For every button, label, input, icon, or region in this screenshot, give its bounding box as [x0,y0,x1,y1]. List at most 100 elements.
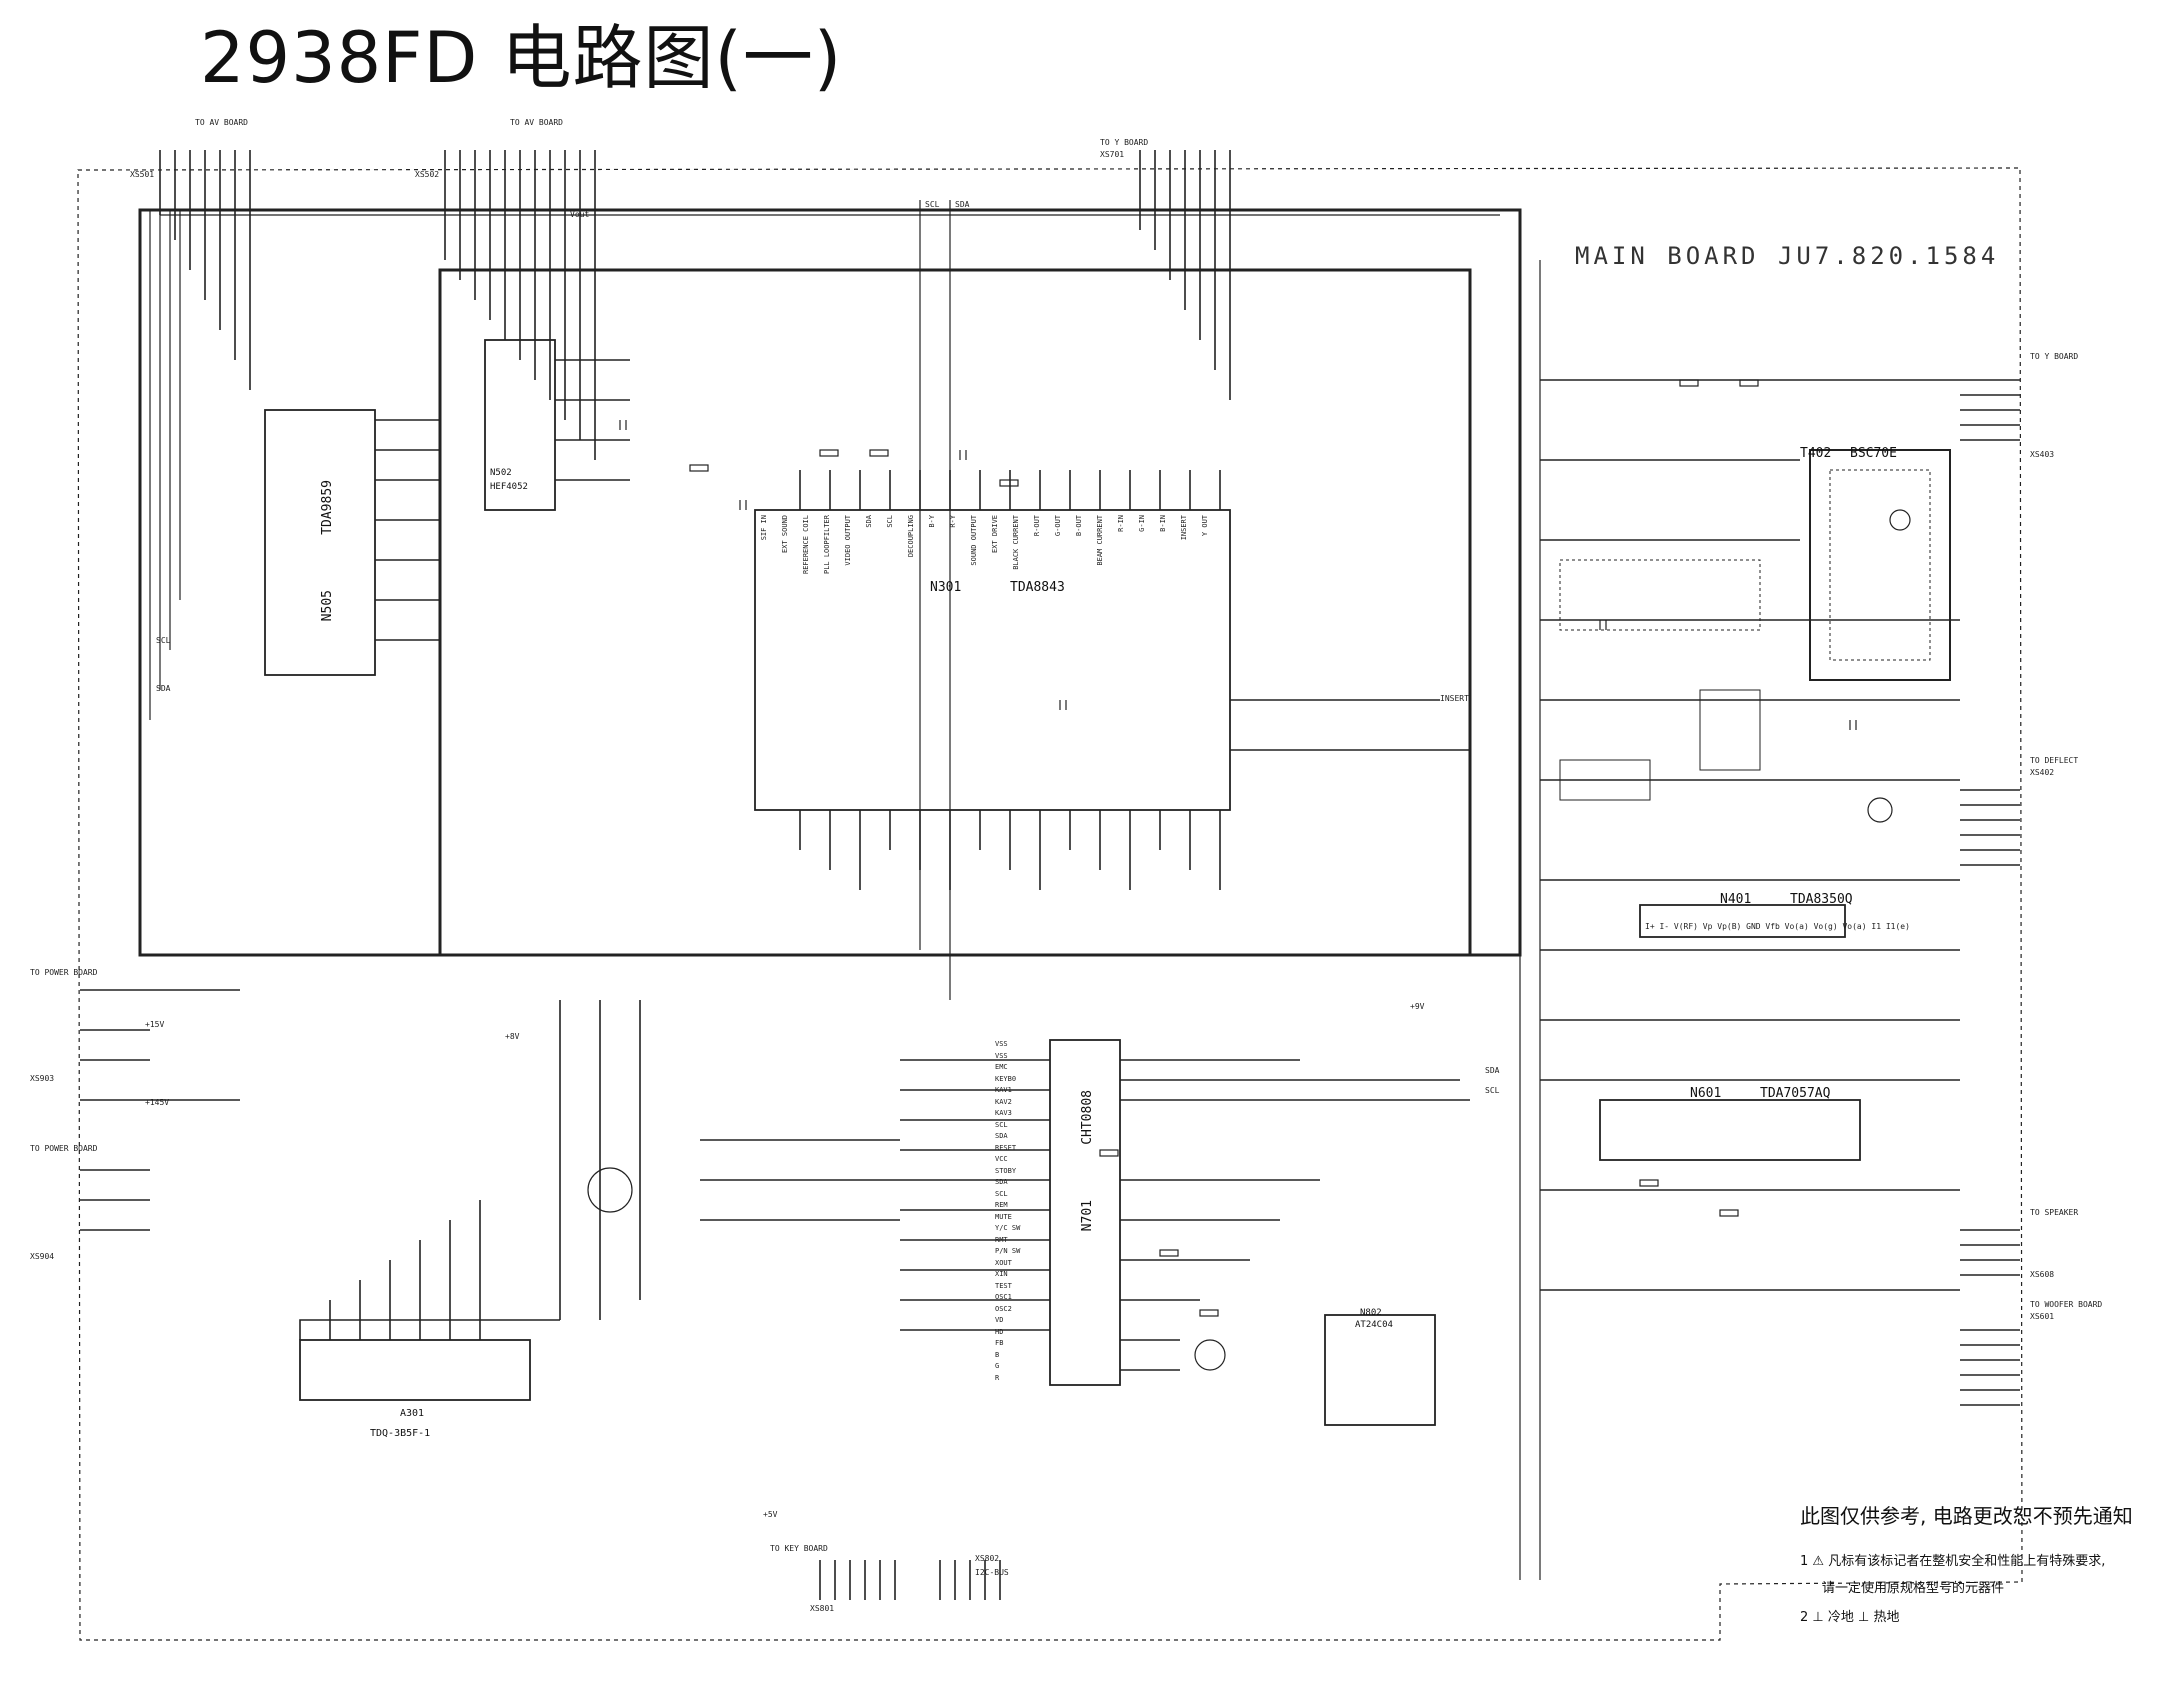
n701-pin-label: SCL [995,1120,1008,1129]
n301-pin-label: SIF IN [760,515,768,541]
n701-pin-label: VD [995,1316,1004,1324]
n301-pin-label: EXT DRIVE [991,515,999,553]
n701-pin-label: STOBY [995,1166,1017,1175]
n301-pin-label: G-OUT [1054,515,1062,537]
net-15v: +15V [145,1020,165,1029]
n301-pin-label: REFERENCE COIL [802,515,810,575]
xs608-ref: XS608 [2030,1270,2055,1279]
n701-pin-label: MUTE [995,1212,1012,1221]
n701-pin-label: KAV1 [995,1086,1012,1094]
n701-pin-label: VCC [995,1155,1008,1163]
n301-pin-label: EXT SOUND [781,515,789,553]
net-vout: Vout [570,210,590,219]
xs403-dest: TO Y BOARD [2030,352,2079,361]
n701-pin-label: G [995,1362,1000,1370]
safety-note-cont: 请一定使用原规格型号的元器件 [1822,1581,2005,1596]
page-title: 2938FD 电路图(一) [200,17,843,99]
n301-pin-label: B-Y [928,515,936,528]
n701-pin-label: TEST [995,1281,1012,1290]
n301-pin-label: SDA [865,515,873,528]
net-sda-mid: SDA [1485,1066,1500,1075]
n301-pin-label: B-OUT [1075,515,1083,537]
n601-ref: N601 [1690,1086,1722,1101]
xs501-dest: TO AV BOARD [195,118,248,127]
xs601-ref: XS601 [2030,1312,2055,1321]
n701-pin-label: SDA [995,1132,1008,1140]
n301-pin-label: SCL [886,515,894,528]
xs903-dest: TO POWER BOARD [30,968,98,977]
n301-pin-label: Y OUT [1201,515,1209,537]
n301-pin-label: BEAM CURRENT [1096,515,1104,566]
n802-part: AT24C04 [1355,1320,1393,1330]
xs801-ref: XS801 [810,1604,835,1613]
n401-ref: N401 [1720,892,1752,907]
n701-pin-label: REM [995,1201,1008,1209]
n701-pin-label: VSS [995,1051,1008,1060]
xs701-ref: XS701 [1100,150,1125,159]
xs904-dest: TO POWER BOARD [30,1144,98,1153]
n701-pin-label: HD [995,1327,1004,1336]
xs402-dest: TO DEFLECT [2030,756,2079,765]
n701-pin-label: FB [995,1339,1004,1347]
n701-pin-label: VSS [995,1040,1008,1048]
n701-pin-label: R [995,1373,1000,1382]
n701-pin-label: RESET [995,1143,1017,1152]
n701-pin-label: SDA [995,1178,1008,1186]
net-scl-mid: SCL [1485,1086,1500,1095]
net-sda-top: SDA [955,200,970,209]
n301-pin-label: PLL LOOPFILTER [823,515,831,575]
n301-pin-label: R-OUT [1033,515,1041,537]
n301-ref: N301 [930,580,962,595]
n701-pin-label: XIN [995,1270,1008,1278]
t402-part: BSC70E [1850,446,1897,461]
n601-part: TDA7057AQ [1760,1086,1831,1101]
xs904-ref: XS904 [30,1252,55,1261]
n301-pin-label: SOUND OUTPUT [970,515,978,566]
net-8v: +8V [505,1032,520,1041]
n701-pin-label: KAV2 [995,1097,1012,1106]
reference-note: 此图仅供参考, 电路更改恕不预先通知 [1800,1504,2133,1528]
net-insert: INSERT [1440,694,1469,703]
n301-pin-label: G-IN [1138,515,1146,532]
xs402-ref: XS402 [2030,768,2055,777]
xs601-dest: TO WOOFER BOARD [2030,1300,2103,1309]
n301-pin-label: R-Y [949,515,957,528]
n701-ref: N701 [1080,1200,1095,1232]
n505-ref: N505 [320,590,335,622]
n701-part: CHT0808 [1080,1090,1095,1145]
tda9859-part: TDA9859 [320,480,335,535]
n401-pin-row: I+ I- V(RF) Vp Vp(B) GND Vfb Vo(a) Vo(g)… [1645,922,1910,931]
xs802-ref: XS802 [975,1554,1000,1563]
xs903-ref: XS903 [30,1074,55,1083]
n701-pin-label: SCL [995,1189,1008,1198]
net-5v: +5V [763,1510,778,1519]
n701-pin-label: KAV3 [995,1109,1012,1117]
n802-ref: N802 [1360,1308,1382,1318]
n502-part: HEF4052 [490,482,528,492]
xs701-dest: TO Y BOARD [1100,138,1149,147]
a301-ref: A301 [400,1408,425,1419]
n301-pin-label: VIDEO OUTPUT [844,515,852,566]
xs502-dest: TO AV BOARD [510,118,563,127]
n701-pin-label: P/N SW [995,1247,1021,1255]
net-145v: +145V [145,1098,170,1107]
ground-note: 2 ⊥ 冷地 ⊥ 热地 [1800,1610,1900,1625]
n701-pin-label: Y/C SW [995,1224,1021,1232]
xs403-ref: XS403 [2030,450,2055,459]
xs608-dest: TO SPEAKER [2030,1208,2079,1217]
n701-pin-label: OSC1 [995,1293,1012,1301]
a301-part: TDQ-3B5F-1 [370,1428,431,1439]
n301-pin-label: DECOUPLING [907,515,915,558]
n701-pin-label: OSC2 [995,1304,1012,1313]
xs501-ref: XS501 [130,170,155,179]
n301-part: TDA8843 [1010,580,1065,595]
xs801-dest: TO KEY BOARD [770,1544,828,1553]
xs502-ref: XS502 [415,170,440,179]
net-scl-left: SCL [156,636,171,645]
n701-pin-label: XOUT [995,1258,1012,1267]
net-scl-top: SCL [925,200,940,209]
net-sda-left: SDA [156,684,171,693]
n701-pin-label: B [995,1350,1000,1359]
